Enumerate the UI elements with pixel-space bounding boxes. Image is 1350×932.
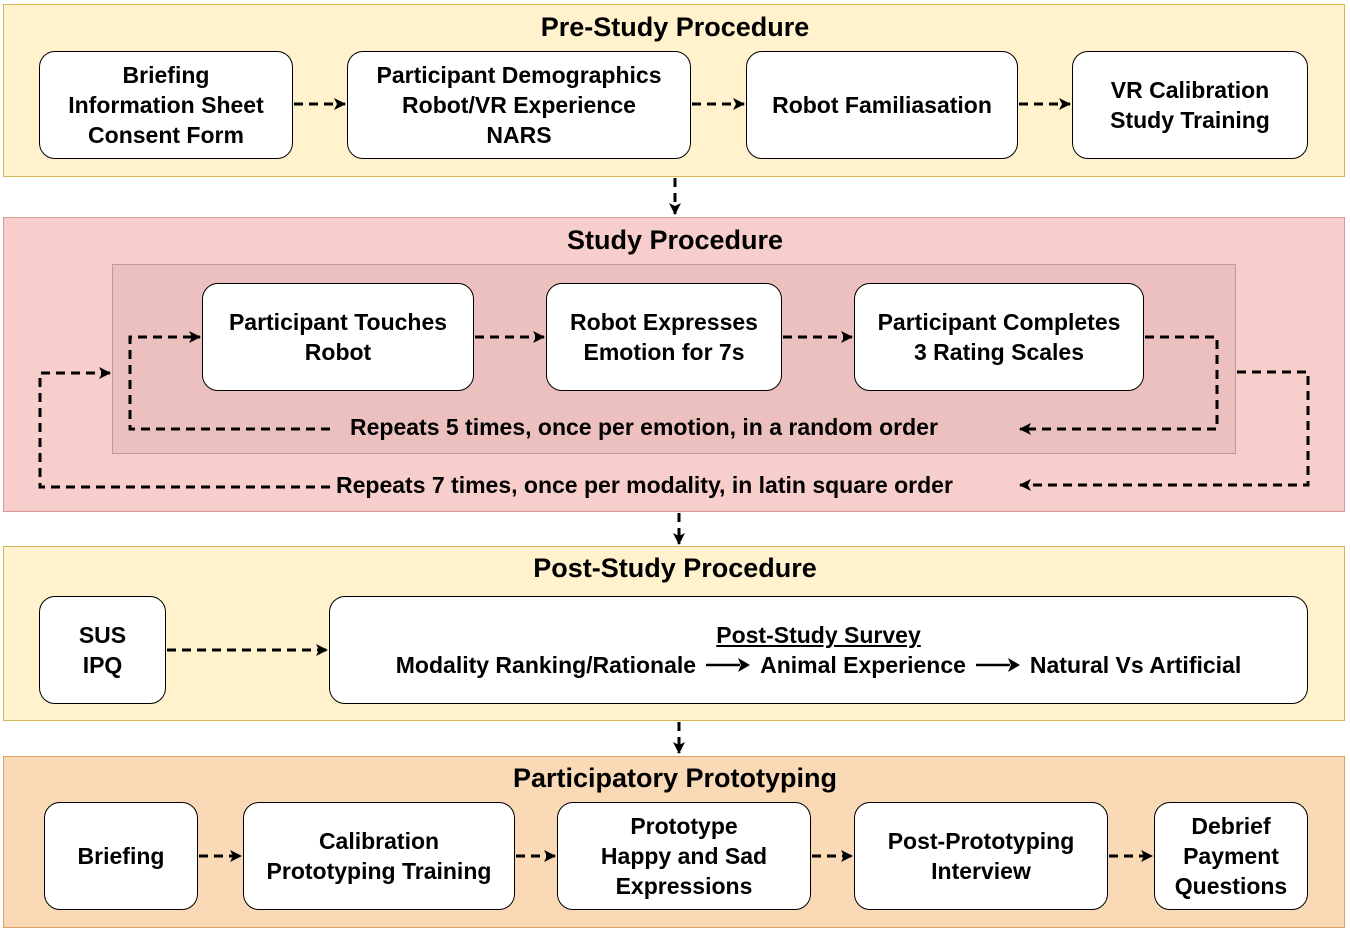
debrief-box: Debrief Payment Questions bbox=[1154, 802, 1308, 910]
box-line: Participant Demographics bbox=[376, 62, 662, 88]
calibration-training-box: Calibration Prototyping Training bbox=[243, 802, 515, 910]
survey-item: Animal Experience bbox=[760, 652, 966, 678]
robot-expresses-box: Robot Expresses Emotion for 7s bbox=[546, 283, 782, 391]
box-line: Prototyping Training bbox=[266, 858, 492, 884]
study-title: Study Procedure bbox=[566, 225, 784, 255]
post-prototyping-interview-box: Post-Prototyping Interview bbox=[854, 802, 1108, 910]
prototyping-title: Participatory Prototyping bbox=[512, 763, 838, 793]
survey-item: Modality Ranking/Rationale bbox=[395, 652, 697, 678]
prototype-expressions-box: Prototype Happy and Sad Expressions bbox=[557, 802, 811, 910]
box-line: Prototype bbox=[630, 813, 738, 839]
box-line: Debrief bbox=[1191, 813, 1271, 839]
pre-study-title: Pre-Study Procedure bbox=[540, 12, 810, 42]
box-line: Consent Form bbox=[88, 122, 244, 148]
box-line: Study Training bbox=[1110, 107, 1270, 133]
proto-briefing-box: Briefing bbox=[44, 802, 198, 910]
box-line: Briefing bbox=[77, 843, 165, 869]
inner-loop-label: Repeats 5 times, once per emotion, in a … bbox=[350, 414, 938, 440]
box-line: 3 Rating Scales bbox=[913, 339, 1085, 365]
demographics-box: Participant Demographics Robot/VR Experi… bbox=[347, 51, 691, 159]
box-line: Participant Completes bbox=[877, 309, 1121, 335]
robot-familiarisation-box: Robot Familiasation bbox=[746, 51, 1018, 159]
box-line: Happy and Sad bbox=[600, 843, 768, 869]
box-line: Participant Touches bbox=[228, 309, 448, 335]
briefing-consent-box: Briefing Information Sheet Consent Form bbox=[39, 51, 293, 159]
box-line: IPQ bbox=[82, 652, 123, 678]
box-line: Post-Prototyping bbox=[887, 828, 1075, 854]
box-line: Expressions bbox=[615, 873, 753, 899]
box-line: Robot Expresses bbox=[570, 309, 758, 335]
outer-loop-label: Repeats 7 times, once per modality, in l… bbox=[336, 472, 953, 498]
rating-scales-box: Participant Completes 3 Rating Scales bbox=[854, 283, 1144, 391]
box-line: Calibration bbox=[318, 828, 440, 854]
participant-touches-box: Participant Touches Robot bbox=[202, 283, 474, 391]
box-line: Questions bbox=[1174, 873, 1288, 899]
box-line: Payment bbox=[1183, 843, 1279, 869]
survey-items-row: Modality Ranking/Rationale Animal Experi… bbox=[396, 650, 1241, 680]
post-study-survey-box: Post-Study Survey Modality Ranking/Ratio… bbox=[329, 596, 1308, 704]
post-study-title: Post-Study Procedure bbox=[533, 553, 817, 583]
questionnaires-box: SUS IPQ bbox=[39, 596, 166, 704]
box-line: Emotion for 7s bbox=[583, 339, 745, 365]
box-line: Robot/VR Experience bbox=[402, 92, 636, 118]
arrow-right-icon bbox=[975, 658, 1020, 672]
survey-item: Natural Vs Artificial bbox=[1029, 652, 1242, 678]
box-line: VR Calibration bbox=[1110, 77, 1270, 103]
vr-calibration-box: VR Calibration Study Training bbox=[1072, 51, 1308, 159]
survey-title: Post-Study Survey bbox=[716, 622, 921, 648]
box-line: Interview bbox=[931, 858, 1031, 884]
box-line: Information Sheet bbox=[68, 92, 264, 118]
box-line: Briefing bbox=[122, 62, 210, 88]
arrow-right-icon bbox=[706, 658, 751, 672]
box-line: NARS bbox=[486, 122, 552, 148]
box-line: Robot bbox=[304, 339, 372, 365]
box-line: Robot Familiasation bbox=[772, 92, 992, 118]
box-line: SUS bbox=[78, 622, 127, 648]
